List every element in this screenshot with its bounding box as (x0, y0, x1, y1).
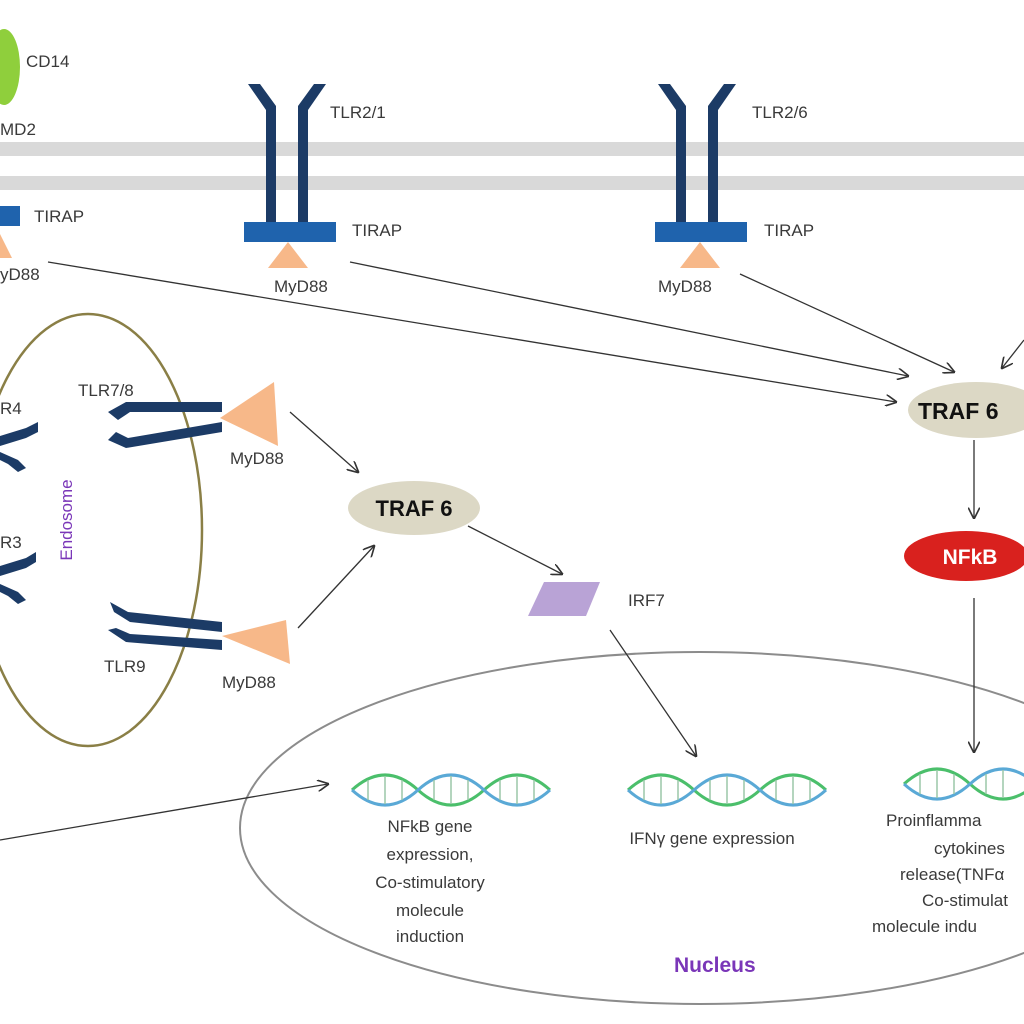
nucleus-right-line-2: cytokines (934, 839, 1005, 858)
myd88-left-shape (0, 234, 12, 258)
nfkb-shape (904, 531, 1024, 581)
nucleus-left-text: NFkB gene expression, Co-stimulatory mol… (375, 817, 485, 946)
myd88-right-label: MyD88 (658, 277, 712, 296)
tirap-right-label: TIRAP (764, 221, 814, 240)
tlr21-receptor (248, 84, 326, 222)
nucleus-right-text: Proinflamma cytokines release(TNFα Co-st… (872, 811, 1008, 936)
myd88-left-label: yD88 (0, 265, 40, 284)
tlr26-receptor (658, 84, 736, 222)
arrow-myd88-bottom-to-traf6 (297, 546, 374, 629)
nucleus-right-line-3: release(TNFα (900, 865, 1004, 884)
nucleus-left-line-4: molecule (396, 901, 464, 920)
irf7-shape (528, 582, 600, 616)
traf6-right-shape (908, 382, 1024, 438)
traf6-center-label: TRAF 6 (376, 496, 453, 521)
tlr78-receptor (108, 402, 222, 448)
md2-label: MD2 (0, 120, 36, 139)
endosome-label: Endosome (57, 479, 76, 560)
tlr3-label: R3 (0, 533, 22, 552)
endosome-membrane (0, 312, 204, 748)
signal-arrows (0, 261, 1024, 841)
tirap-mid-label: TIRAP (352, 221, 402, 240)
arrow-right-myd88-to-traf6 (739, 273, 954, 372)
arrow-offscreen-to-traf6 (1002, 339, 1024, 368)
dna-helix-right (902, 767, 1024, 801)
tlr4-label: R4 (0, 399, 22, 418)
myd88-mid-shape (268, 242, 308, 268)
tirap-left-shape (0, 206, 20, 226)
arrow-offscreen-to-nucleus-dna (0, 784, 328, 841)
nucleus-right-line-4: Co-stimulat (922, 891, 1008, 910)
nucleus-left-line-2: expression, (387, 845, 474, 864)
arrow-irf7-to-dna (609, 629, 696, 756)
myd88-endo-top-shape (220, 382, 278, 446)
nucleus-left-line-1: NFkB gene (387, 817, 472, 836)
tlr26-label: TLR2/6 (752, 103, 808, 122)
nucleus-left-line-5: induction (396, 927, 464, 946)
dna-helix-left (350, 773, 552, 807)
dna-helix-middle (626, 773, 828, 807)
arrow-traf6-to-irf7 (467, 525, 562, 574)
tlr9-receptor (108, 602, 222, 650)
myd88-endo-top-label: MyD88 (230, 449, 284, 468)
cd14-label: CD14 (26, 52, 69, 71)
tlr78-label: TLR7/8 (78, 381, 134, 400)
cell-membrane (0, 142, 1024, 190)
tirap-left-label: TIRAP (34, 207, 84, 226)
tlr4-receptor (0, 422, 38, 472)
nucleus-right-line-5: molecule indu (872, 917, 977, 936)
myd88-mid-label: MyD88 (274, 277, 328, 296)
nucleus-mid-text: IFNγ gene expression (629, 829, 794, 848)
nfkb-label: NFkB (943, 546, 998, 569)
tlr9-label: TLR9 (104, 657, 146, 676)
nucleus-membrane (239, 651, 1024, 1005)
nucleus-right-line-1: Proinflamma (886, 811, 982, 830)
myd88-endo-bottom-shape (222, 620, 290, 664)
cd14-shape (0, 29, 20, 105)
irf7-label: IRF7 (628, 591, 665, 610)
arrow-myd88-top-to-traf6 (289, 411, 358, 472)
arrow-left-myd88-to-traf6 (47, 261, 896, 402)
nucleus-label: Nucleus (674, 954, 756, 977)
arrow-mid-myd88-to-traf6 (349, 261, 908, 376)
tlr21-label: TLR2/1 (330, 103, 386, 122)
nucleus-left-line-3: Co-stimulatory (375, 873, 485, 892)
traf6-right-label: TRAF 6 (918, 398, 999, 424)
traf6-center-shape (348, 481, 480, 535)
tirap-right-shape (655, 222, 747, 242)
tirap-mid-shape (244, 222, 336, 242)
myd88-endo-bottom-label: MyD88 (222, 673, 276, 692)
tlr3-receptor (0, 552, 36, 604)
myd88-right-shape (680, 242, 720, 268)
